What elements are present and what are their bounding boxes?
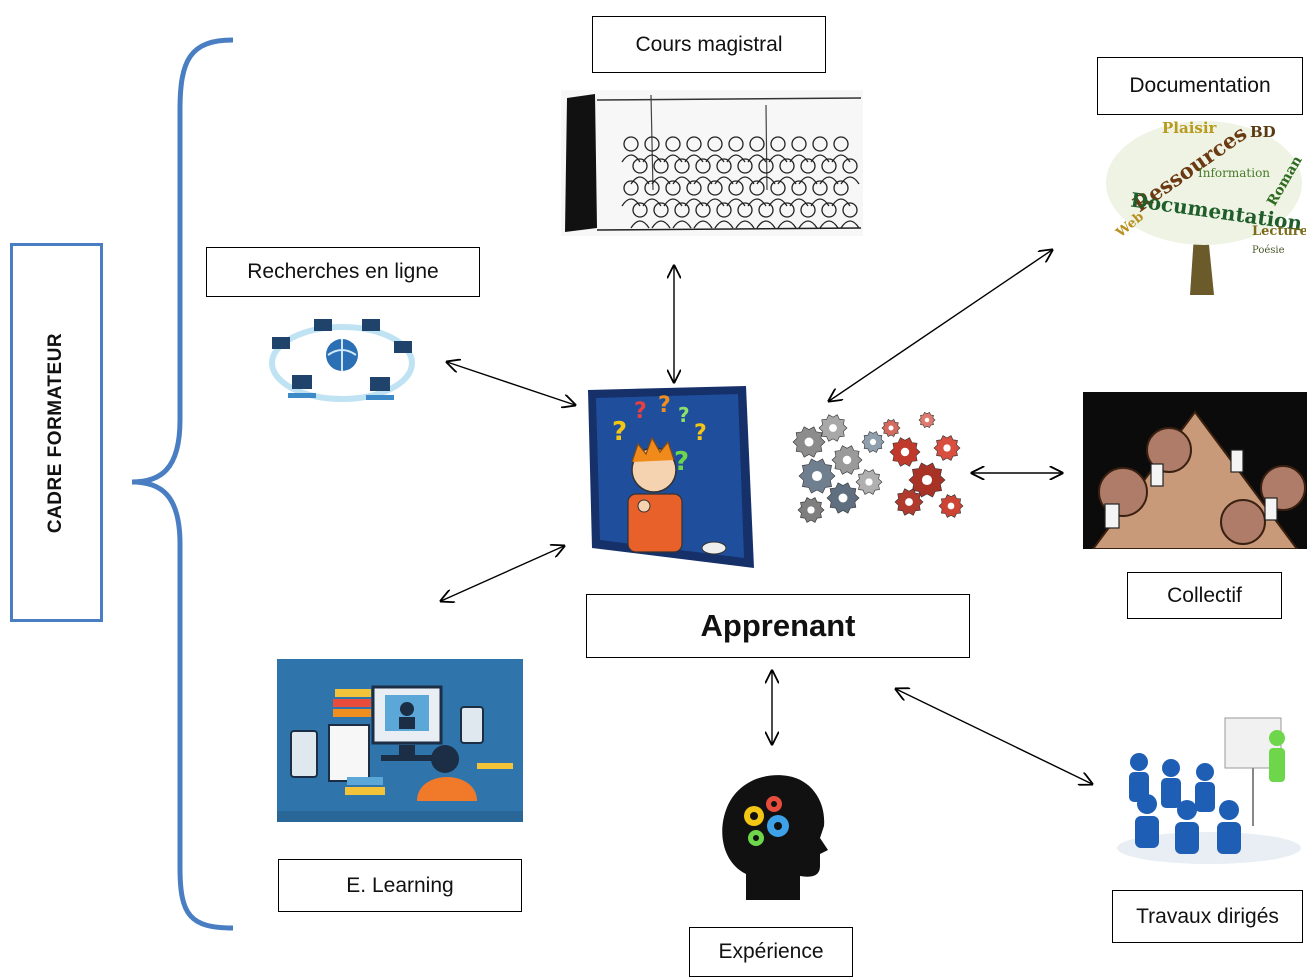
question-mark-icon: ? [674,447,689,477]
node-e-learning: E. Learning [278,859,522,912]
travaux-diriges-illustration [1117,717,1301,864]
node-recherches-en-ligne: Recherches en ligne [206,247,480,297]
arrow-travaux [896,689,1092,784]
question-mark-icon: ? [694,421,707,446]
question-mark-icon: ? [678,403,690,427]
question-mark-icon: ? [612,417,627,447]
node-cours-magistral: Cours magistral [592,16,826,73]
question-mark-icon: ? [658,393,671,418]
word-lecture: Lecture [1252,224,1306,239]
word-information: Information [1198,166,1270,180]
experience-head-illustration [722,775,828,900]
apprenant-chalkboard-illustration: ? ? ? ? ? ? [588,386,754,568]
node-experience: Expérience [689,927,853,977]
collective-gears-illustration [792,411,964,523]
question-mark-icon: ? [634,399,647,424]
node-travaux-diriges: Travaux dirigés [1112,890,1303,943]
lecture-hall-illustration [561,90,863,236]
arrow-documentation [829,250,1052,401]
node-documentation: Documentation [1097,57,1303,115]
word-bd: BD [1250,123,1276,141]
online-network-illustration [269,319,415,402]
word-poesie: Poésie [1252,245,1285,256]
node-apprenant: Apprenant [586,594,970,658]
word-plaisir: Plaisir [1162,119,1218,137]
e-learning-illustration [277,659,523,822]
documentation-word-cloud: Plaisir BD Ressources Roman Documentatio… [1106,119,1306,295]
arrow-recherches [447,362,575,405]
node-collectif: Collectif [1127,572,1282,619]
arrow-elearning [441,546,564,601]
collectif-cartoon [1083,392,1307,549]
frame-label-box: CADRE FORMATEUR [10,243,103,622]
